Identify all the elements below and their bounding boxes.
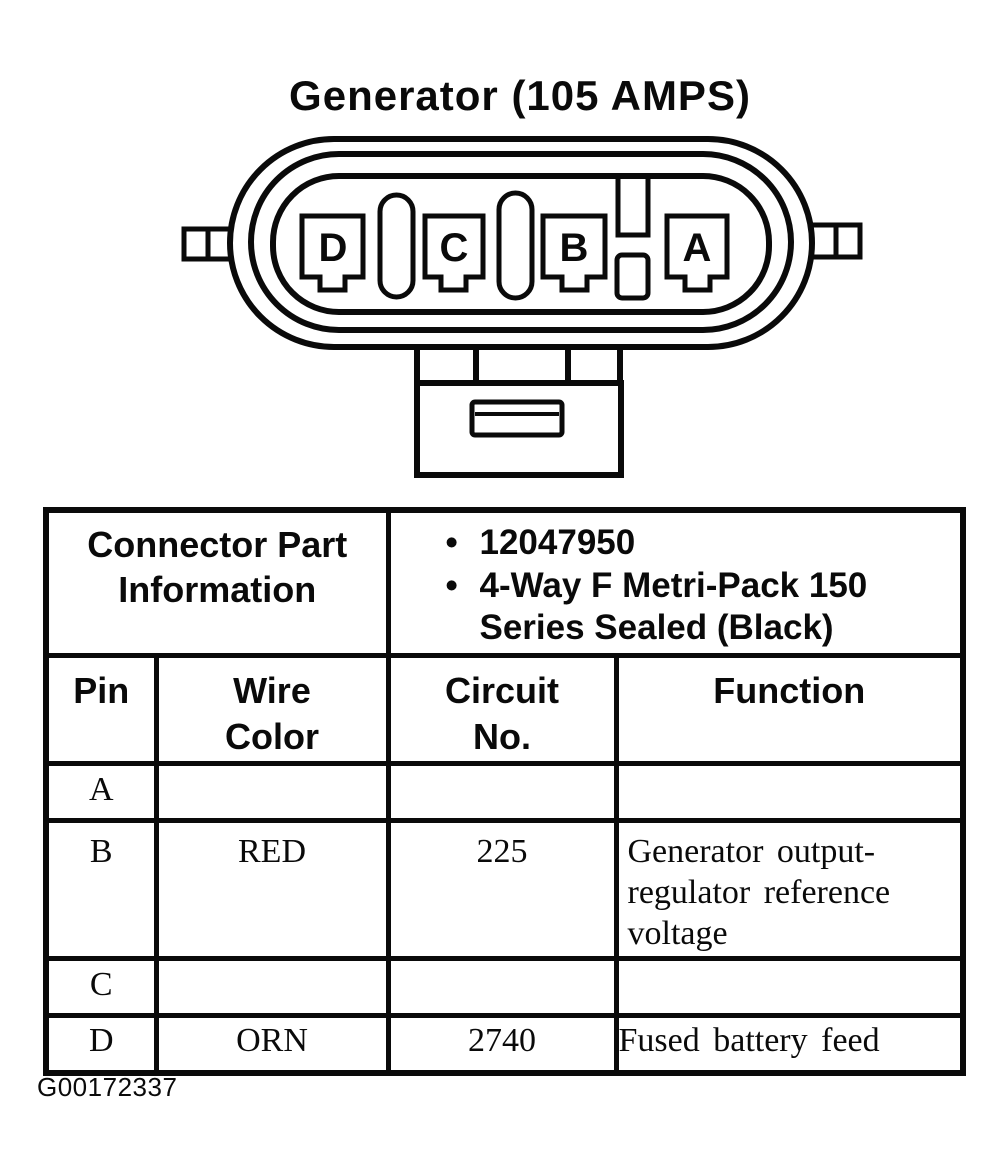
cell-wire-color: [153, 761, 391, 824]
table-row-pin-b: B RED 225 Generator output-regulator ref…: [43, 818, 966, 962]
cell-function: Generator output-regulator reference vol…: [613, 818, 966, 962]
header-circuit-no: Circuit No.: [385, 652, 619, 767]
mounting-bracket: [414, 344, 624, 478]
pin-label-a: A: [683, 226, 712, 270]
table-row-pin-c: C: [43, 956, 966, 1019]
bracket-slot: [469, 399, 565, 438]
cell-function: [613, 956, 966, 1019]
pin-terminal-c: [422, 213, 486, 293]
table-row-pin-a: A: [43, 761, 966, 824]
part-info-item: • 4-Way F Metri-Pack 150 Series Sealed (…: [445, 565, 868, 648]
header-pin: Pin: [43, 652, 159, 767]
header-wire-color: Wire Color: [153, 652, 391, 767]
index-slot-2: [496, 190, 535, 301]
connector-pin-table: Connector Part Information • 12047950 • …: [43, 507, 966, 1076]
pin-label-b: B: [560, 226, 589, 270]
bullet-icon: •: [445, 565, 458, 605]
bullet-icon: •: [445, 523, 458, 562]
connector-diagram: D C B A: [181, 136, 863, 478]
index-slot-1: [377, 192, 416, 300]
figure-id-caption: G00172337: [37, 1072, 178, 1102]
cell-function: Fused battery feed: [613, 1013, 966, 1076]
header-row: Pin Wire Color Circuit No. Function: [43, 652, 966, 767]
cell-pin: A: [43, 761, 159, 824]
left-tab: [181, 226, 234, 262]
cell-function: [613, 761, 966, 824]
cell-wire-color: [153, 956, 391, 1019]
right-tab: [810, 222, 863, 260]
header-function: Function: [613, 652, 966, 767]
part-info-label: Connector Part Information: [43, 507, 391, 658]
pin-label-c: C: [440, 226, 469, 270]
cell-circuit-no: 225: [385, 818, 619, 962]
cell-circuit-no: 2740: [385, 1013, 619, 1076]
table-row-pin-d: D ORN 2740 Fused battery feed: [43, 1013, 966, 1076]
part-info-row: Connector Part Information • 12047950 • …: [43, 507, 966, 658]
cell-pin: B: [43, 818, 159, 962]
cell-pin: C: [43, 956, 159, 1019]
part-info-item: • 12047950: [445, 522, 959, 565]
keyway-lower: [614, 252, 651, 301]
cell-wire-color: ORN: [153, 1013, 391, 1076]
cell-circuit-no: [385, 761, 619, 824]
pin-terminal-d: [299, 213, 366, 293]
part-info-values: • 12047950 • 4-Way F Metri-Pack 150 Seri…: [385, 507, 966, 658]
cell-circuit-no: [385, 956, 619, 1019]
keyway-upper: [615, 178, 651, 238]
diagram-title: Generator (105 AMPS): [289, 72, 751, 119]
pin-label-d: D: [319, 226, 348, 270]
cell-wire-color: RED: [153, 818, 391, 962]
pin-terminal-b: [540, 213, 608, 293]
cell-pin: D: [43, 1013, 159, 1076]
pin-terminal-a: [664, 213, 730, 293]
